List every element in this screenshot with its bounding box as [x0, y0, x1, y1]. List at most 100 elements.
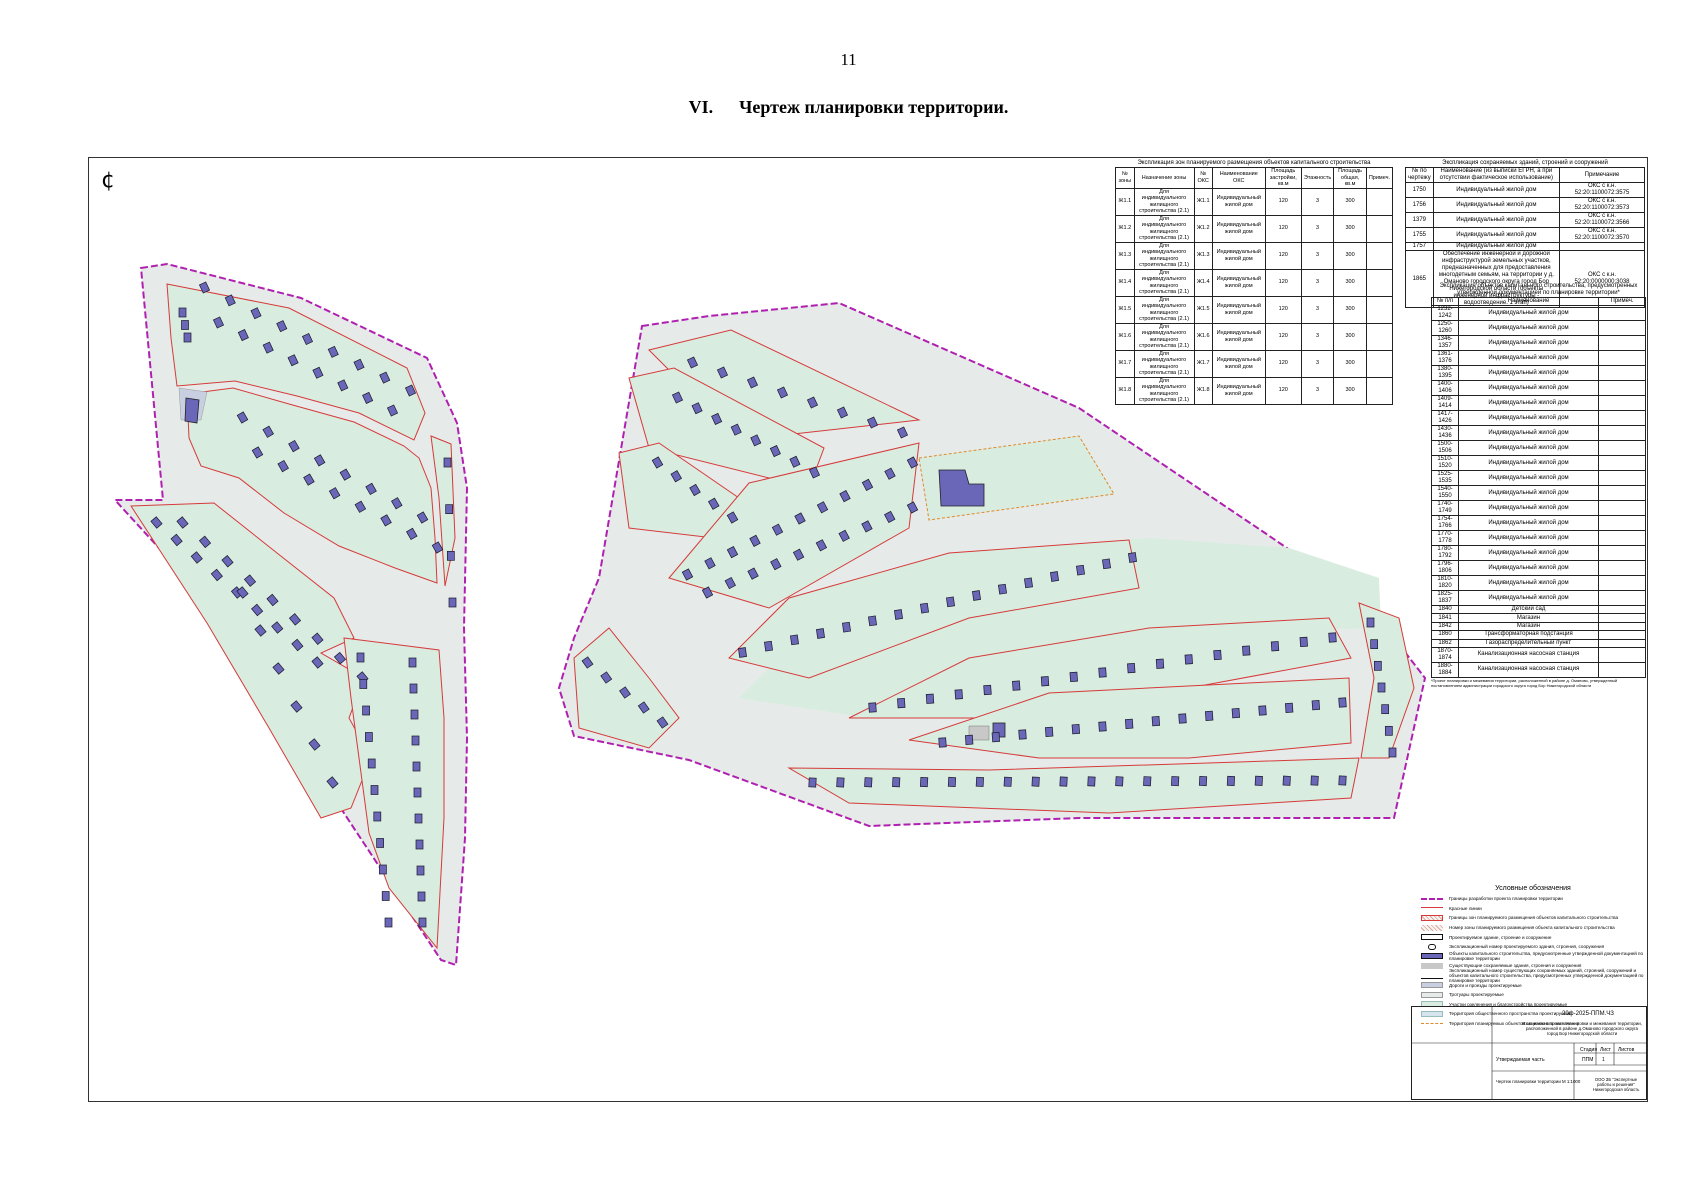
- planned-cell: Индивидуальный жилой дом: [1458, 410, 1599, 426]
- house-icon: [746, 376, 759, 389]
- planned-cell: 1430-1436: [1431, 425, 1459, 441]
- house-icon: [868, 615, 877, 627]
- legend-text: Существующие сохраняемые здания, строени…: [1449, 963, 1582, 969]
- legend-item: Границы зон планируемого размещения объе…: [1421, 913, 1645, 923]
- zones-header-cell: Площадь застройки, кв.м: [1264, 167, 1302, 189]
- existing-cell: 1757: [1405, 242, 1434, 251]
- legend-title: Условные обозначения: [1495, 885, 1571, 892]
- house-icon: [150, 516, 163, 529]
- existing-cell: ОКС с к.н. 52:20:1100072:3570: [1559, 227, 1645, 243]
- house-icon: [415, 839, 424, 850]
- planned-cell: Индивидуальный жилой дом: [1458, 530, 1599, 546]
- zones-cell: 3: [1300, 322, 1335, 351]
- house-icon: [790, 634, 799, 646]
- heading-number: VI.: [688, 97, 714, 117]
- stamp-grid: [1412, 1007, 1646, 1099]
- house-icon: [868, 702, 877, 713]
- planned-header-cell: Примеч.: [1598, 297, 1646, 306]
- row-block-5: [728, 539, 1140, 679]
- planned-cell: 1740-1749: [1431, 500, 1459, 516]
- planned-cell: Канализационная насосная станция: [1458, 646, 1599, 663]
- house-icon: [251, 603, 264, 617]
- planned-cell: 1770-1778: [1431, 530, 1459, 546]
- house-icon: [221, 555, 234, 568]
- planned-cell: [1598, 410, 1646, 426]
- planned-cell: 1250-1260: [1431, 320, 1459, 336]
- planned-cell: Трансформаторная подстанция: [1458, 630, 1599, 640]
- planned-cell: 1232-1242: [1431, 305, 1459, 321]
- house-icon: [237, 329, 249, 342]
- zones-cell: Для индивидуального жилищного строительс…: [1133, 295, 1195, 324]
- house-icon: [1143, 776, 1152, 787]
- planned-cell: [1598, 638, 1646, 648]
- house-icon: [362, 391, 374, 404]
- zones-cell: [1365, 349, 1394, 378]
- planned-cell: 1754-1766: [1431, 515, 1459, 531]
- planned-cell: Индивидуальный жилой дом: [1458, 320, 1599, 336]
- block-upper-middle: [186, 387, 438, 584]
- legend-symbol-icon: [1421, 991, 1443, 998]
- house-icon: [411, 735, 420, 746]
- planned-cell: Индивидуальный жилой дом: [1458, 590, 1599, 606]
- planned-cell: [1598, 380, 1646, 396]
- house-icon: [838, 529, 850, 542]
- zones-cell: 3: [1300, 241, 1335, 270]
- legend-text: Тротуары проектируемые: [1449, 992, 1504, 998]
- legend-item: Красные линии: [1421, 904, 1645, 914]
- zones-cell: 300: [1333, 268, 1367, 297]
- house-icon: [789, 455, 801, 468]
- legend-text: Проектируемое здание, строение и сооруже…: [1449, 934, 1552, 940]
- house-icon: [262, 425, 274, 438]
- house-icon: [884, 467, 896, 480]
- legend-item: Существующие сохраняемые здания, строени…: [1421, 961, 1645, 971]
- planned-cell: Индивидуальный жилой дом: [1458, 440, 1599, 456]
- planned-cell: Индивидуальный жилой дом: [1458, 575, 1599, 591]
- row-block-4: [668, 442, 920, 609]
- planned-cell: [1598, 621, 1646, 632]
- planned-cell: 1841: [1431, 613, 1459, 623]
- house-icon: [1040, 676, 1050, 687]
- right-development-area: [557, 301, 1427, 828]
- house-icon: [418, 917, 427, 928]
- house-icon: [906, 501, 919, 514]
- legend-item: Территория планируемых объектов социальн…: [1421, 1019, 1645, 1029]
- planned-table-caption: Экспликация объектов капитального строит…: [1439, 283, 1638, 296]
- house-icon: [1366, 617, 1375, 628]
- house-icon: [386, 404, 399, 417]
- house-icon: [747, 567, 759, 580]
- planned-table-header: № п/п Наименование Примеч.: [1431, 297, 1646, 306]
- zones-cell: 3: [1300, 187, 1335, 216]
- legend-item: Номер зоны планируемого размещения объек…: [1421, 923, 1645, 933]
- zones-cell: 120: [1264, 187, 1302, 216]
- house-icon: [724, 576, 736, 590]
- house-icon: [1124, 718, 1134, 729]
- existing-cell: 1750: [1405, 182, 1434, 198]
- heading-title: Чертеж планировки территории.: [739, 97, 1009, 117]
- planned-cell: Индивидуальный жилой дом: [1458, 545, 1599, 561]
- zones-cell: Индивидуальный жилой дом: [1211, 349, 1266, 378]
- zones-table: Экспликация зон планируемого размещения …: [1115, 160, 1394, 405]
- house-icon: [1204, 710, 1214, 721]
- house-icon: [1258, 705, 1267, 716]
- house-icon: [254, 624, 267, 637]
- zones-cell: Для индивидуального жилищного строительс…: [1133, 349, 1195, 378]
- house-icon: [313, 454, 326, 467]
- planned-cell: 1346-1357: [1431, 335, 1459, 351]
- zones-header-cell: Примеч.: [1365, 167, 1394, 189]
- house-icon: [689, 483, 701, 497]
- existing-cell: ОКС с к.н. 52:20:1100072:3575: [1559, 182, 1645, 198]
- planned-objects-table: Экспликация объектов капитального строит…: [1431, 283, 1646, 688]
- house-icon: [1310, 775, 1319, 786]
- house-icon: [701, 586, 714, 599]
- planned-cell: Индивидуальный жилой дом: [1458, 470, 1599, 486]
- planned-cell: Канализационная насосная станция: [1458, 661, 1599, 678]
- house-icon: [380, 514, 392, 527]
- house-icon: [190, 551, 203, 564]
- legend-symbol-icon: [1421, 973, 1443, 979]
